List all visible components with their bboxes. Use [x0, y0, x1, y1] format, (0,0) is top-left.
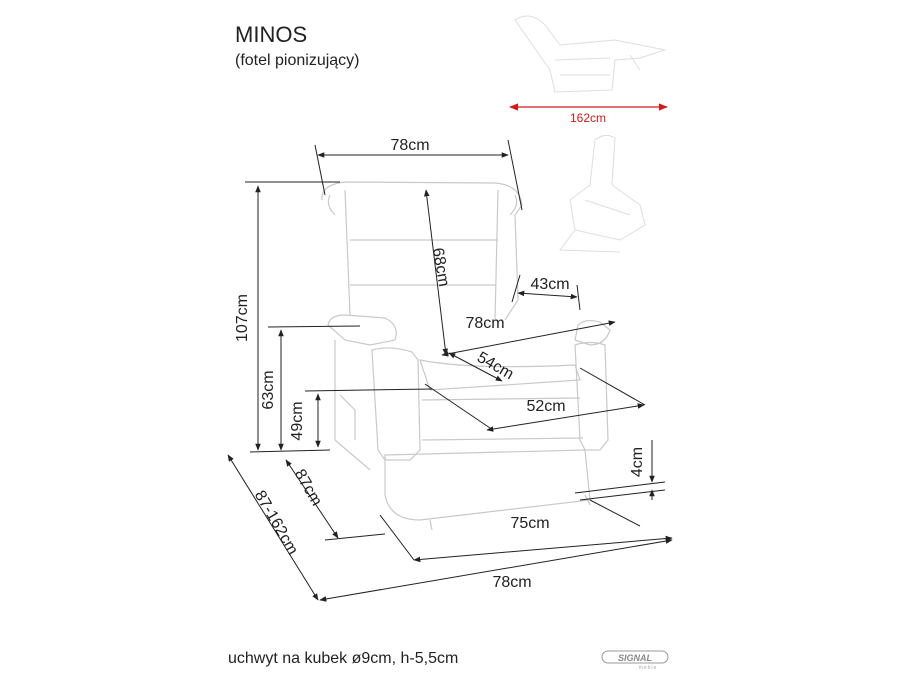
chair-drawing [321, 181, 611, 531]
total-height-label: 107cm [234, 294, 251, 342]
armrest-height-label: 63cm [260, 370, 277, 409]
dimension-lines [227, 139, 673, 602]
base-width-label: 75cm [510, 515, 549, 532]
signal-logo: SIGNAL meble [601, 650, 669, 671]
reclined-chair-image [514, 15, 667, 93]
backrest-height-label: 68cm [429, 246, 453, 287]
seat-depth-label: 54cm [474, 349, 516, 383]
cup-holder-note: uchwyt na kubek ø9cm, h-5,5cm [228, 650, 458, 667]
product-title: MINOS [235, 22, 307, 47]
armrest-gap-label: 43cm [530, 276, 569, 293]
product-subtitle: (fotel pionizujący) [235, 52, 360, 69]
seat-width-label: 52cm [526, 398, 565, 415]
top-width-label: 78cm [390, 137, 429, 154]
depth-extended-label: 87-162cm [251, 488, 301, 558]
depth-label: 87cm [291, 467, 325, 509]
recline-length-label: 162cm [570, 111, 606, 125]
lift-chair-image [559, 134, 646, 253]
armrest-width-label: 78cm [465, 315, 504, 332]
seat-height-label: 49cm [289, 401, 306, 440]
armrest-depth-label: 4cm [629, 447, 646, 477]
svg-text:SIGNAL: SIGNAL [618, 653, 652, 663]
svg-text:meble: meble [639, 665, 658, 671]
total-width-label: 78cm [492, 574, 531, 591]
